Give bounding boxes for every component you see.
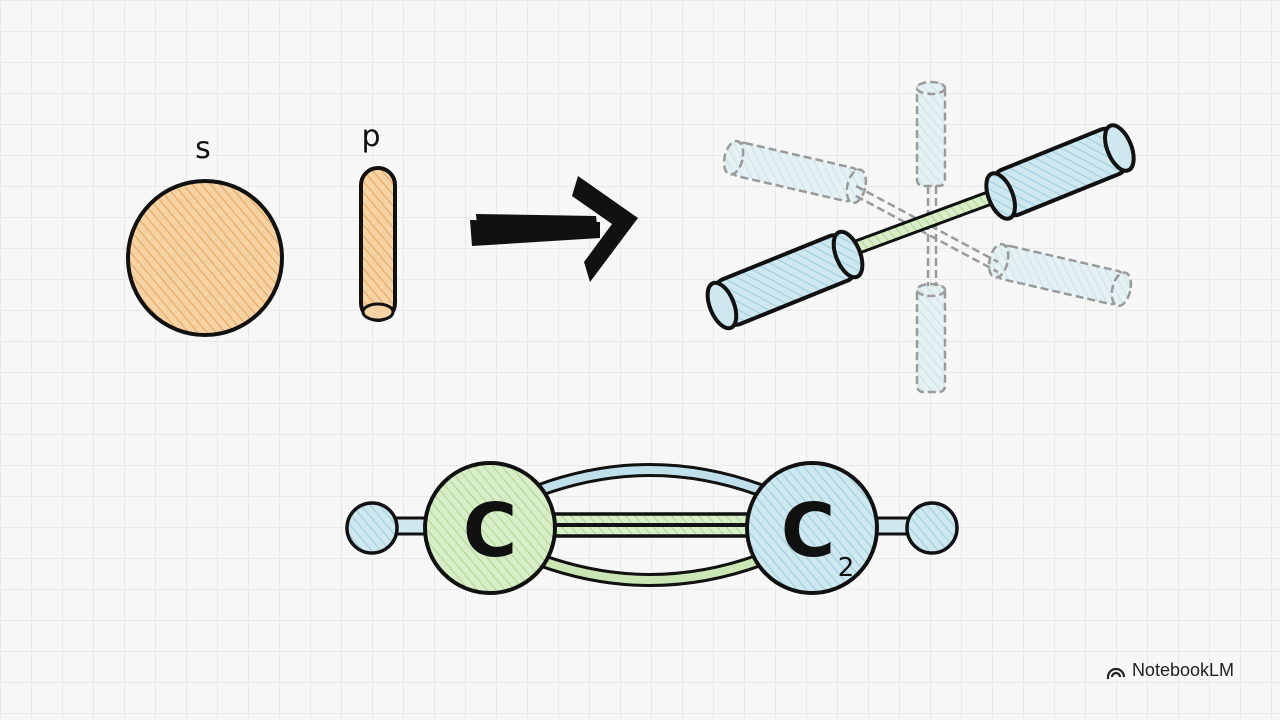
hybrid-bond-axis xyxy=(840,184,1010,260)
faded-lobes xyxy=(722,80,1133,394)
sp-hybrid-orbitals xyxy=(705,80,1136,394)
brand-name: NotebookLM xyxy=(1131,660,1234,680)
hybrid-lobe-left xyxy=(705,229,865,331)
s-orbital-label: s xyxy=(195,131,211,166)
carbon-atom-2-label: C xyxy=(781,488,835,574)
pi-bond-bottom xyxy=(533,553,767,587)
carbon-atom-1 xyxy=(423,461,557,595)
hydrogen-atom-left xyxy=(345,501,399,555)
p-orbital xyxy=(359,166,397,322)
carbon-atom-2-subscript: 2 xyxy=(838,553,855,583)
acetylene-molecule: C C 2 xyxy=(345,461,959,595)
hydrogen-atom-right xyxy=(905,501,959,555)
s-orbital xyxy=(126,179,284,337)
pi-bond-top xyxy=(533,463,767,497)
hybrid-lobe-right xyxy=(984,123,1136,221)
p-orbital-label: p xyxy=(361,119,380,154)
sigma-bond xyxy=(538,512,762,538)
arrow-right-icon xyxy=(470,176,638,282)
notebooklm-brand: NotebookLM xyxy=(1106,660,1234,681)
carbon-atom-2 xyxy=(745,461,879,595)
carbon-atom-1-label: C xyxy=(463,488,517,574)
notebooklm-logo-icon xyxy=(1106,667,1126,679)
